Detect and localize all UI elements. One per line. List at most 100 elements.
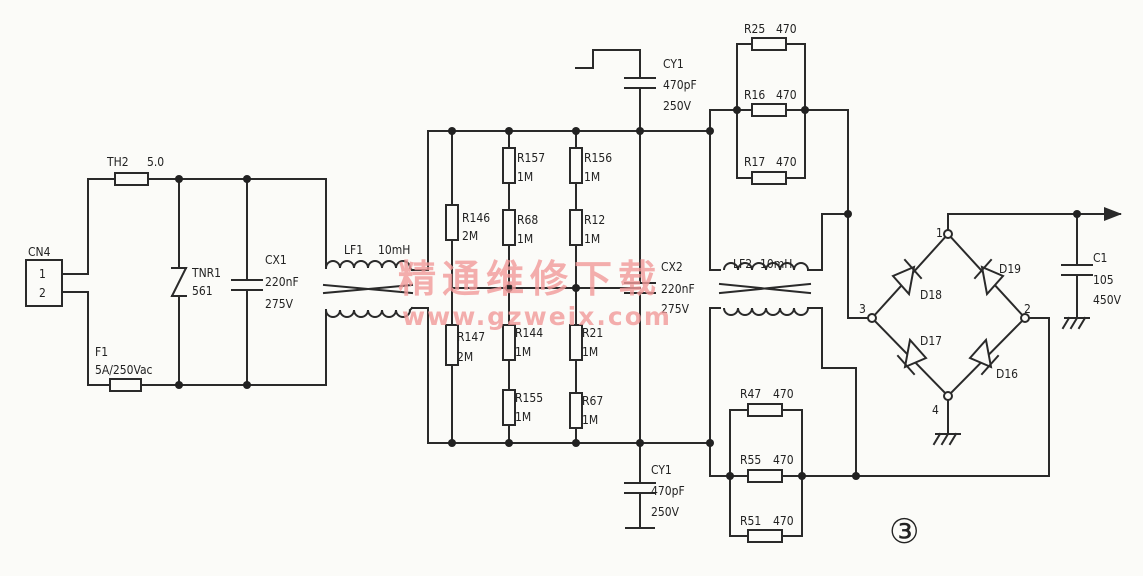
capacitor-cx1 xyxy=(231,279,263,291)
resistor-r21 xyxy=(569,324,583,361)
resistor-r146 xyxy=(445,204,459,241)
bridge-rectifier xyxy=(870,232,1027,398)
r155-ref: R155 xyxy=(515,391,543,405)
capacitor-c1 xyxy=(1061,264,1093,276)
r25-value: 470 xyxy=(776,22,797,36)
r25-ref: R25 xyxy=(744,22,765,36)
f1-value: 5A/250Vac xyxy=(95,363,153,377)
ground-symbols xyxy=(932,316,1090,446)
resistor-r51 xyxy=(747,529,783,543)
c1-rating: 450V xyxy=(1093,293,1122,307)
cx1-rating: 275V xyxy=(265,297,294,311)
d16-label: D16 xyxy=(996,367,1018,381)
r68-ref: R68 xyxy=(517,213,538,227)
r55-value: 470 xyxy=(773,453,794,467)
fuse-f1 xyxy=(109,378,142,392)
resistor-r55 xyxy=(747,469,783,483)
cx1-value: 220nF xyxy=(265,275,299,289)
r144-value: 1M xyxy=(515,345,531,359)
r12-value: 1M xyxy=(584,232,600,246)
d17-label: D17 xyxy=(920,334,942,348)
cn4-label: CN4 xyxy=(28,245,51,259)
r17-value: 470 xyxy=(776,155,797,169)
d19-label: D19 xyxy=(999,262,1021,276)
cy1-top-value: 470pF xyxy=(663,78,697,92)
ground-icon xyxy=(932,432,961,446)
diode-d16 xyxy=(968,337,1000,376)
cx1-ref: CX1 xyxy=(265,253,287,267)
bridge-node1-label: 1 xyxy=(936,226,943,240)
resistor-r25 xyxy=(751,37,787,51)
resistor-r68 xyxy=(502,209,516,246)
resistor-r156 xyxy=(569,147,583,184)
connector-cn4 xyxy=(25,259,63,307)
r21-ref: R21 xyxy=(582,326,603,340)
r144-ref: R144 xyxy=(515,326,543,340)
th2-ref: TH2 xyxy=(106,155,129,169)
cy1-bottom-ref: CY1 xyxy=(651,463,672,477)
r51-value: 470 xyxy=(773,514,794,528)
cy1-bottom-value: 470pF xyxy=(651,484,685,498)
bridge-node2-label: 2 xyxy=(1024,302,1031,316)
resistor-r47 xyxy=(747,403,783,417)
lf2-value: 10mH xyxy=(760,257,792,271)
watermark: 精通维修下载 www.gzweix.com xyxy=(398,257,672,331)
cy1-bottom-rating: 250V xyxy=(651,505,680,519)
r155-value: 1M xyxy=(515,410,531,424)
resistor-r67 xyxy=(569,392,583,429)
c1-ref: C1 xyxy=(1093,251,1107,265)
r47-value: 470 xyxy=(773,387,794,401)
output-arrow-icon xyxy=(1104,207,1122,221)
tnr1-value: 561 xyxy=(192,284,213,298)
bridge-node4-label: 4 xyxy=(932,403,939,417)
bridge-node3-label: 3 xyxy=(859,302,866,316)
r16-ref: R16 xyxy=(744,88,765,102)
choke-lf1 xyxy=(322,260,414,318)
watermark-chinese: 精通维修下载 xyxy=(398,257,662,301)
r157-value: 1M xyxy=(517,170,533,184)
r157-ref: R157 xyxy=(517,151,545,165)
cn4-pin1-label: 1 xyxy=(39,267,46,281)
resistor-r16 xyxy=(751,103,787,117)
lf2-ref: LF2 xyxy=(733,257,752,271)
r67-ref: R67 xyxy=(582,394,603,408)
capacitor-cy1-top xyxy=(624,77,656,89)
r156-ref: R156 xyxy=(584,151,612,165)
cy1-top-rating: 250V xyxy=(663,99,692,113)
capacitor-cy1-bottom xyxy=(624,482,656,529)
figure-number: ③ xyxy=(889,512,919,552)
r146-ref: R146 xyxy=(462,211,490,225)
f1-ref: F1 xyxy=(95,345,108,359)
resistor-r147 xyxy=(445,324,459,366)
resistor-r155 xyxy=(502,389,516,426)
d18-label: D18 xyxy=(920,288,942,302)
r147-value: 2M xyxy=(457,350,473,364)
r21-value: 1M xyxy=(582,345,598,359)
resistor-r157 xyxy=(502,147,516,184)
cn4-pin2-label: 2 xyxy=(39,286,46,300)
resistor-r12 xyxy=(569,209,583,246)
capacitor-cx2 xyxy=(624,282,656,294)
r47-ref: R47 xyxy=(740,387,761,401)
lf1-value: 10mH xyxy=(378,243,410,257)
watermark-url: www.gzweix.com xyxy=(402,302,672,331)
r156-value: 1M xyxy=(584,170,600,184)
r16-value: 470 xyxy=(776,88,797,102)
resistor-r17 xyxy=(751,171,787,185)
thermistor-th2 xyxy=(114,172,149,186)
lf1-ref: LF1 xyxy=(344,243,363,257)
r55-ref: R55 xyxy=(740,453,761,467)
c1-value: 105 xyxy=(1093,273,1114,287)
r68-value: 1M xyxy=(517,232,533,246)
ground-icon xyxy=(1061,316,1090,330)
th2-value: 5.0 xyxy=(147,155,164,169)
r67-value: 1M xyxy=(582,413,598,427)
varistor-tnr1 xyxy=(170,267,188,297)
r12-ref: R12 xyxy=(584,213,605,227)
r17-ref: R17 xyxy=(744,155,765,169)
junction-dots xyxy=(175,106,1081,480)
choke-lf2 xyxy=(718,262,812,316)
tnr1-ref: TNR1 xyxy=(191,266,221,280)
r146-value: 2M xyxy=(462,229,478,243)
